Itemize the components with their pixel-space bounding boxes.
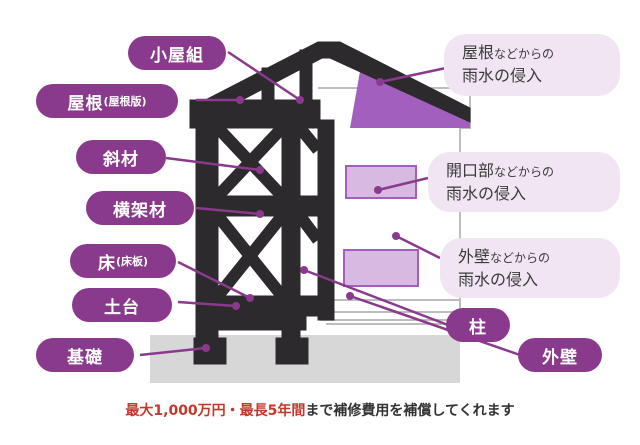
label-shazai: 斜材 <box>76 140 166 174</box>
callout-wall: 外壁などからの 雨水の侵入 <box>440 238 620 298</box>
label-kiso: 基礎 <box>36 338 134 372</box>
label-hashira-text: 柱 <box>469 317 487 338</box>
callout-roof-sub: などからの <box>494 47 555 61</box>
callout-roof-line1: 屋根などからの <box>462 42 620 65</box>
label-gaiheki: 外壁 <box>518 338 602 372</box>
label-kiso-text: 基礎 <box>67 347 103 368</box>
callout-opening-sub: などからの <box>494 165 555 179</box>
label-dodai-text: 土台 <box>104 297 140 318</box>
window-upper <box>345 165 417 199</box>
label-gaiheki-text: 外壁 <box>542 347 578 368</box>
footer-emphasis: 最大1,000万円・最長5年間 <box>125 403 306 419</box>
label-hashira: 柱 <box>446 308 510 342</box>
leader-lines <box>139 50 521 357</box>
label-yane: 屋根(屋根版) <box>36 84 178 118</box>
label-okazai: 横架材 <box>86 191 194 225</box>
callout-wall-line1: 外壁などからの <box>458 246 620 269</box>
callout-roof: 屋根などからの 雨水の侵入 <box>444 34 620 96</box>
label-dodai: 土台 <box>72 288 172 322</box>
callout-roof-lead: 屋根 <box>462 43 495 62</box>
label-yane-text: 屋根 <box>67 93 104 114</box>
window-lower <box>343 249 419 287</box>
callout-opening-line1: 開口部などからの <box>446 160 620 183</box>
leader-dots <box>202 78 400 352</box>
footer-text: 最大1,000万円・最長5年間まで補修費用を補償してくれます <box>0 400 640 420</box>
label-yuka: 床(床板) <box>70 244 176 278</box>
diagonal-braces <box>213 123 323 300</box>
footer-rest: まで補修費用を補償してくれます <box>305 403 515 419</box>
label-koyagumi: 小屋組 <box>128 36 226 70</box>
label-yuka-text: 床 <box>97 253 116 274</box>
callout-opening-lead: 開口部 <box>446 161 495 180</box>
callout-wall-lead: 外壁 <box>458 247 491 266</box>
label-okazai-text: 横架材 <box>113 200 167 221</box>
label-shazai-text: 斜材 <box>103 149 139 170</box>
label-yuka-sub: (床板) <box>115 255 149 268</box>
callout-roof-line2: 雨水の侵入 <box>462 66 543 85</box>
label-yane-sub: (屋根版) <box>103 95 147 108</box>
label-koyagumi-text: 小屋組 <box>150 45 204 66</box>
callout-opening: 開口部などからの 雨水の侵入 <box>428 152 620 212</box>
callout-wall-line2: 雨水の侵入 <box>458 270 539 289</box>
callout-opening-line2: 雨水の侵入 <box>446 184 527 203</box>
callout-wall-sub: などからの <box>490 251 551 265</box>
structural-frame <box>189 41 471 365</box>
